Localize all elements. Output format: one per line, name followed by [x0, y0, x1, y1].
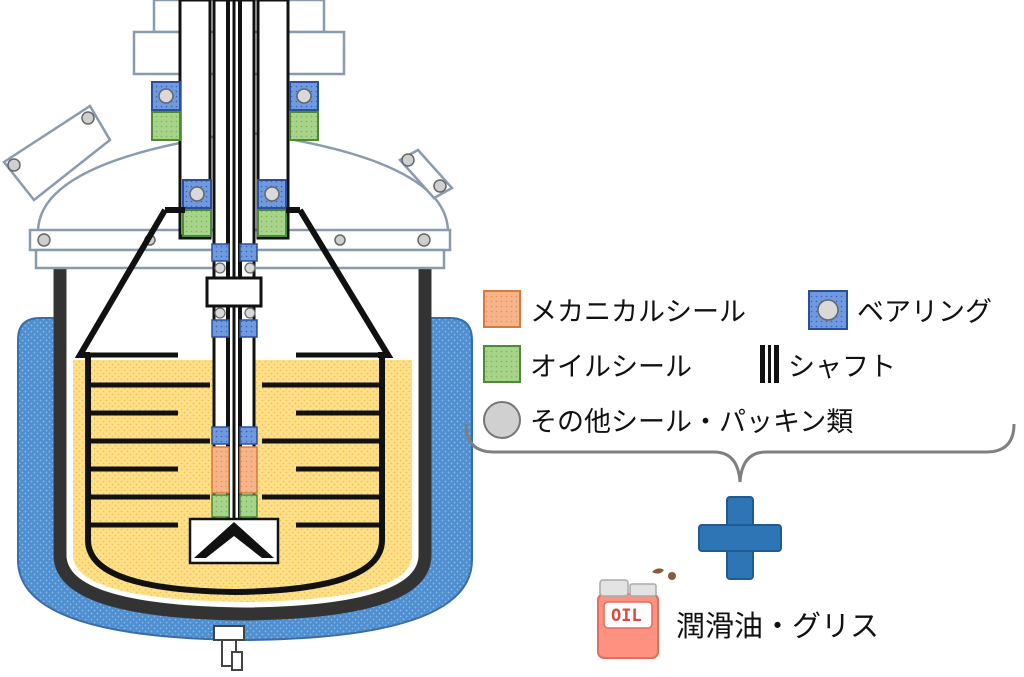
baffles-left: [88, 352, 210, 528]
bolt-seal: [417, 233, 431, 247]
legend-swatch-shaft: [760, 345, 779, 383]
oil-seal: [257, 209, 287, 237]
oil-can-icon: OIL: [597, 568, 676, 659]
oil-can-label: OIL: [611, 606, 642, 626]
legend-label-shaft: シャフト: [788, 352, 896, 383]
bearing: [239, 426, 258, 445]
bearing: [182, 179, 212, 209]
legend-label-other-seals: その他シール・パッキン類: [530, 407, 853, 438]
oil-seal: [182, 209, 212, 237]
bearing: [257, 179, 287, 209]
right-nozzle: [398, 148, 454, 200]
mechanical-seal: [239, 446, 258, 494]
mid-seal-set: [182, 179, 287, 237]
bearing: [239, 243, 258, 262]
legend-label-bearing: ベアリング: [857, 297, 992, 328]
bolt-seal: [37, 233, 51, 247]
plus-icon: [698, 496, 782, 580]
legend-label-oil-seal: オイルシール: [530, 352, 692, 383]
legend-brace: [464, 423, 1016, 483]
bearing: [211, 243, 230, 262]
shaft-bearings: [211, 243, 258, 518]
left-nozzle: [2, 104, 112, 202]
lubricant-label: 潤滑油・グリス: [676, 609, 879, 643]
bearing: [211, 426, 230, 445]
oil-seal: [151, 111, 181, 141]
mechanical-seal: [211, 446, 230, 494]
legend-swatch-mechanical-seal: [483, 290, 521, 328]
oil-seal: [239, 494, 258, 518]
legend-label-mechanical-seal: メカニカルシール: [530, 297, 746, 328]
upper-seal-set: [151, 81, 319, 141]
impeller: [188, 517, 280, 565]
bearing: [239, 319, 258, 338]
baffles-right: [262, 352, 382, 528]
drain-valve: [213, 625, 245, 671]
oil-seal: [211, 494, 230, 518]
oil-seal: [289, 111, 319, 141]
legend-swatch-oil-seal: [483, 345, 521, 383]
bearing: [211, 319, 230, 338]
legend-swatch-other-seals: [483, 401, 521, 439]
legend: メカニカルシール ベアリング オイルシール シャフト その他シール・パッキン類: [464, 290, 1016, 483]
